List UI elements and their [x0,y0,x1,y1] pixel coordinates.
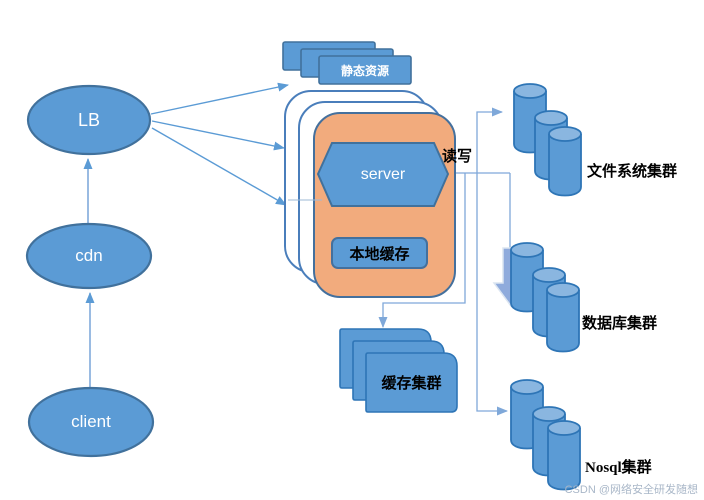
local-cache-node [331,237,428,269]
edge-server-to-nosql-cluster [476,173,508,416]
lb-node [26,84,152,156]
edge-lb-to-app-container-2 [151,127,287,206]
file-system-cluster-node [513,83,582,197]
edge-lb-to-app-container-1 [151,120,285,151]
nosql-cluster-node [510,379,581,491]
edge-server-to-cache-cluster [378,173,466,328]
database-cluster-node [510,242,580,353]
cdn-node [25,222,153,290]
server-node [316,142,450,207]
static-resources-node [282,41,412,85]
edge-lb-to-static-resources [150,82,289,115]
client-node [27,386,155,458]
cache-cluster-node [339,328,458,413]
edge-server-to-file-system-cluster [476,107,503,173]
